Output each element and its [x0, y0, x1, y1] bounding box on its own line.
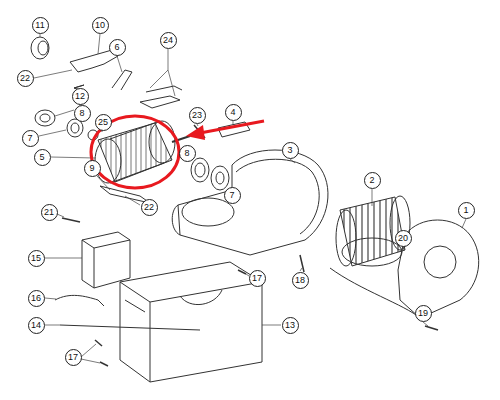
callout-number: 8 [74, 105, 91, 122]
callout-number: 15 [28, 250, 45, 267]
screw [95, 340, 102, 346]
callout-number: 3 [282, 142, 299, 159]
callout-number: 23 [189, 107, 206, 124]
callout-number: 22 [141, 199, 158, 216]
callout-number: 2 [364, 172, 381, 189]
bearing [31, 37, 49, 59]
callout-number: 7 [224, 187, 241, 204]
rod [60, 325, 200, 330]
washer [35, 110, 55, 126]
callout-number: 8 [179, 145, 196, 162]
callout-number: 9 [84, 160, 101, 177]
callout-number: 21 [41, 204, 58, 221]
callout-number: 18 [292, 272, 309, 289]
callout-number: 25 [95, 114, 112, 131]
screw [300, 255, 304, 272]
callout-number: 17 [65, 349, 82, 366]
callout-number: 19 [415, 305, 432, 322]
callout-number: 7 [22, 130, 39, 147]
capacitor [82, 232, 130, 288]
blower-housing [172, 150, 328, 255]
callout-number: 16 [28, 290, 45, 307]
callout-number: 6 [109, 39, 126, 56]
seal [211, 166, 229, 190]
callout-number: 20 [395, 230, 412, 247]
callout-number: 24 [160, 32, 177, 49]
callout-number: 12 [72, 88, 89, 105]
screw [62, 218, 80, 222]
strap [55, 295, 104, 306]
callout-number: 14 [28, 317, 45, 334]
callout-number: 13 [282, 317, 299, 334]
housing-cover [330, 220, 479, 318]
motor [95, 121, 190, 183]
highlight-arrow [186, 121, 264, 140]
screw [425, 326, 438, 330]
seal [67, 119, 83, 137]
callout-number: 11 [32, 17, 49, 34]
callout-number: 4 [225, 104, 242, 121]
callout-number: 1 [458, 202, 475, 219]
clip [140, 96, 180, 108]
callout-number: 5 [34, 149, 51, 166]
callout-number: 22 [17, 70, 34, 87]
screw [238, 270, 246, 274]
bearing [191, 158, 209, 182]
mounting-bracket [120, 262, 262, 382]
clip [112, 70, 132, 90]
callout-number: 10 [92, 17, 109, 34]
callout-number: 17 [249, 270, 266, 287]
